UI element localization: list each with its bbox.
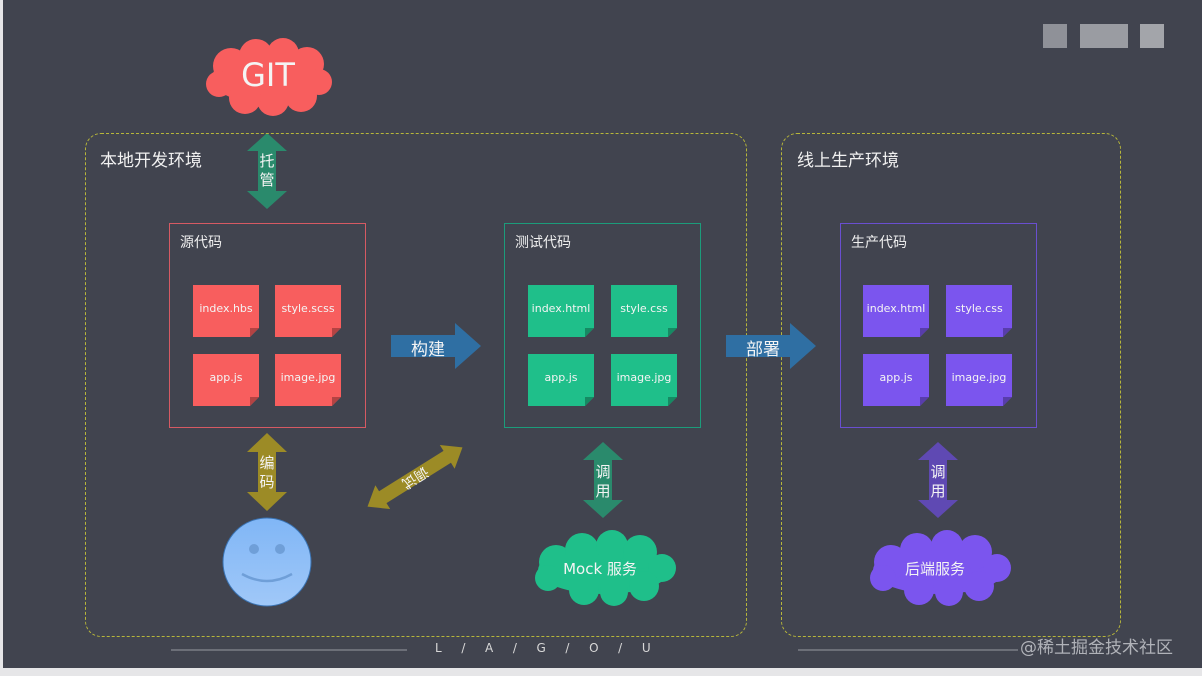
file-card: app.js	[528, 354, 594, 406]
test-code-title: 测试代码	[515, 235, 571, 251]
backend-call-arrow	[918, 442, 958, 518]
footer-line-left	[171, 649, 407, 651]
build-arrow	[391, 323, 481, 369]
file-card: index.html	[863, 285, 929, 337]
test-code-box: 测试代码	[504, 223, 701, 428]
file-card: index.hbs	[193, 285, 259, 337]
watermark: @稀土掘金技术社区	[1020, 638, 1173, 658]
local-env-container	[85, 133, 747, 637]
deploy-arrow	[726, 323, 816, 369]
blurred-logo	[1043, 24, 1167, 50]
mock-call-arrow	[583, 442, 623, 518]
debug-arrow: 调试	[360, 435, 470, 518]
file-card: image.jpg	[611, 354, 677, 406]
developer-smiley-icon	[222, 517, 312, 607]
prod-env-title: 线上生产环境	[797, 151, 899, 171]
backend-service-label: 后端服务	[904, 560, 965, 578]
mock-call-label: 调用	[595, 463, 611, 500]
file-card: style.scss	[275, 285, 341, 337]
file-card: style.css	[611, 285, 677, 337]
deploy-label: 部署	[746, 340, 780, 360]
host-arrow	[247, 133, 287, 209]
source-code-title: 源代码	[180, 235, 222, 251]
backend-call-label: 调用	[930, 463, 946, 500]
file-card: image.jpg	[275, 354, 341, 406]
file-card: style.css	[946, 285, 1012, 337]
git-label: GIT	[241, 56, 295, 94]
host-label: 托管	[259, 152, 275, 189]
build-label: 构建	[411, 340, 445, 360]
encode-arrow	[247, 433, 287, 511]
backend-service-cloud	[870, 530, 1011, 606]
prod-env-container	[781, 133, 1121, 637]
slide: GIT 托管 本地开发环境 线上生产环境 源代码 index.hbs style…	[3, 0, 1202, 668]
encode-label: 编码	[259, 454, 275, 491]
footer-brand: L / A / G / O / U	[435, 641, 651, 655]
file-card: index.html	[528, 285, 594, 337]
source-code-box: 源代码	[169, 223, 366, 428]
file-card: app.js	[863, 354, 929, 406]
file-card: image.jpg	[946, 354, 1012, 406]
prod-code-title: 生产代码	[851, 235, 907, 251]
git-cloud	[206, 38, 332, 116]
footer-line-right	[798, 649, 1018, 651]
prod-code-box: 生产代码	[840, 223, 1037, 428]
mock-service-cloud	[535, 530, 676, 606]
local-env-title: 本地开发环境	[100, 151, 202, 171]
file-card: app.js	[193, 354, 259, 406]
mock-service-label: Mock 服务	[563, 560, 637, 578]
